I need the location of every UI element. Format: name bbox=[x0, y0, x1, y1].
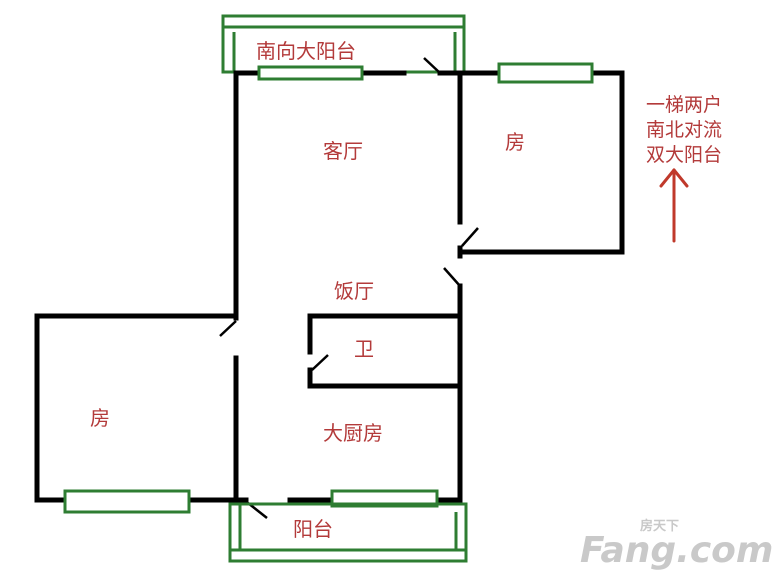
note-line-1: 一梯两户 bbox=[646, 94, 722, 116]
window-living-room bbox=[257, 65, 364, 81]
bedroom-left-label: 房 bbox=[90, 406, 110, 430]
kitchen-label: 大厨房 bbox=[323, 421, 383, 445]
watermark-logo: Fang.com bbox=[580, 530, 773, 571]
south-balcony-label: 南向大阳台 bbox=[256, 39, 356, 63]
bottom-balcony-frame bbox=[228, 502, 468, 563]
dining-room-label: 饭厅 bbox=[334, 279, 374, 303]
watermark-small: 房天下 bbox=[640, 518, 679, 534]
note-line-3: 双大阳台 bbox=[646, 144, 722, 166]
bedroom-right-label: 房 bbox=[505, 130, 525, 154]
bathroom-label: 卫 bbox=[354, 337, 374, 361]
window-kitchen bbox=[330, 489, 439, 508]
north-arrow-icon bbox=[659, 168, 689, 243]
windows bbox=[63, 62, 594, 514]
walls bbox=[34, 70, 625, 503]
window-bedroom-right bbox=[497, 62, 594, 84]
window-bedroom-left bbox=[63, 489, 191, 514]
bottom-balcony-label: 阳台 bbox=[293, 517, 333, 541]
living-room-label: 客厅 bbox=[323, 139, 363, 163]
doors bbox=[219, 57, 479, 519]
note-line-2: 南北对流 bbox=[646, 119, 722, 141]
